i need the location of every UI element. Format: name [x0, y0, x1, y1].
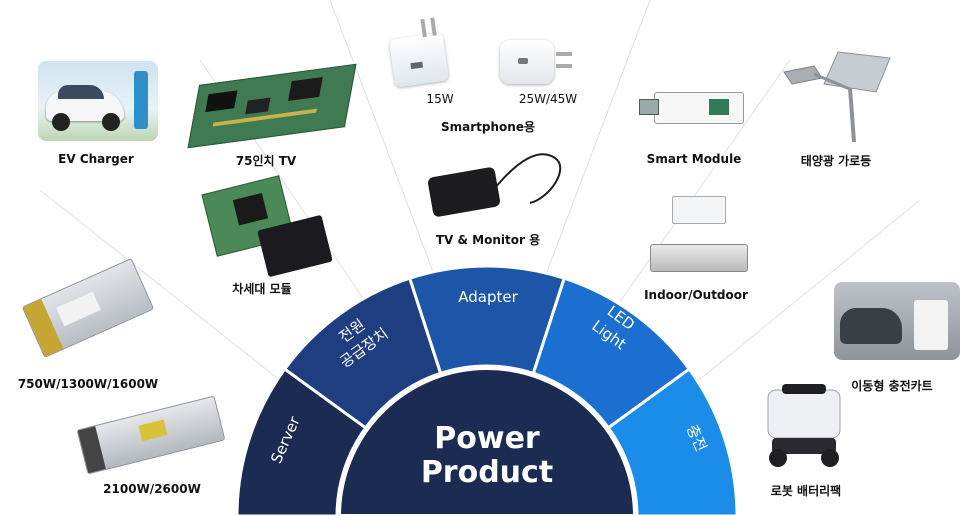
- label-ev-charger: EV Charger: [58, 152, 134, 166]
- label-psu-large: 2100W/2600W: [103, 482, 201, 496]
- center-semicircle: [336, 366, 638, 516]
- charger-15w-image: [388, 17, 450, 88]
- center-title-line2: Product: [421, 455, 553, 490]
- label-tv-monitor: TV & Monitor 용: [435, 233, 541, 247]
- divider-line: [329, 0, 441, 291]
- label-next-module: 차세대 모듈: [232, 282, 292, 296]
- label-charger-25w: 25W/45W: [518, 92, 578, 106]
- smart-module-image: [639, 92, 744, 124]
- solar-light-icon: [783, 51, 891, 143]
- center-title-line1: Power: [434, 421, 540, 456]
- label-indoor-outdoor: Indoor/Outdoor: [644, 288, 748, 302]
- adapter-cable-icon: [494, 153, 562, 204]
- ev-charger-image: [38, 61, 158, 141]
- robot-icon: [767, 384, 841, 467]
- divider-line: [599, 59, 791, 331]
- led-driver-outdoor-image: [650, 244, 748, 272]
- led-driver-indoor-image: [672, 196, 726, 224]
- label-tv75: 75인치 TV: [235, 154, 297, 168]
- divider-line: [539, 0, 651, 291]
- mobile-cart-image: [834, 282, 960, 360]
- segment-label-adapter: Adapter: [458, 288, 518, 306]
- label-robot-pack: 로봇 배터리팩: [770, 484, 842, 498]
- label-psu-small: 750W/1300W/1600W: [17, 377, 159, 391]
- label-charger-15w: 15W: [426, 92, 454, 106]
- label-mobile-cart: 이동형 충전카트: [851, 379, 933, 393]
- label-solar-light: 태양광 가로등: [800, 154, 872, 168]
- label-smartphone: Smartphone용: [441, 120, 535, 134]
- label-smart-module: Smart Module: [646, 152, 742, 166]
- charger-25w-image: [500, 40, 572, 84]
